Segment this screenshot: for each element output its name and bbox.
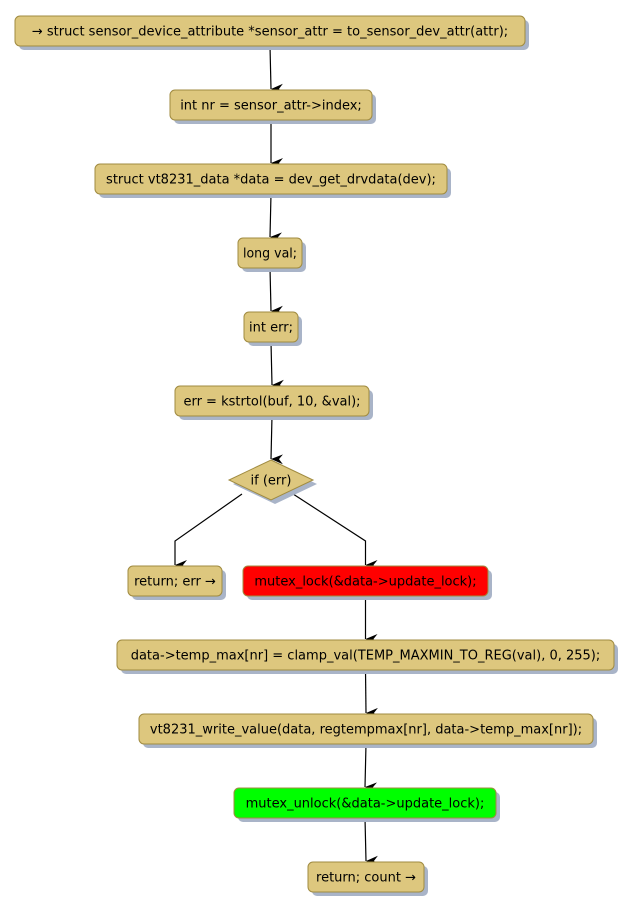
node-label: int err;: [249, 321, 293, 336]
flow-edge-n1-n2: [269, 45, 284, 94]
node-label: data->temp_max[nr] = clamp_val(TEMP_MAXM…: [131, 649, 601, 664]
node-label: int nr = sensor_attr->index;: [180, 99, 362, 114]
node-label: return; count →: [316, 871, 416, 886]
flow-node-n1: → struct sensor_device_attribute *sensor…: [14, 15, 529, 50]
flow-node-n9: mutex_lock(&data->update_lock);: [242, 565, 492, 600]
node-label: if (err): [251, 474, 292, 489]
node-label: → struct sensor_device_attribute *sensor…: [32, 25, 508, 40]
node-box: [233, 787, 497, 819]
flow-edge-n7-n9: [289, 491, 378, 570]
node-box: [243, 311, 299, 343]
node-label: err = kstrtol(buf, 10, &val);: [183, 395, 360, 410]
node-label: struct vt8231_data *data = dev_get_drvda…: [106, 173, 436, 188]
flow-node-n7: if (err): [227, 459, 317, 504]
flow-node-n5: int err;: [243, 311, 302, 346]
flow-edge-n6-n7: [270, 415, 284, 465]
flow-edge-n5-n6: [270, 341, 285, 390]
node-box: [116, 639, 615, 671]
flow-node-n6: err = kstrtol(buf, 10, &val);: [174, 385, 373, 420]
flow-node-n12: mutex_unlock(&data->update_lock);: [233, 787, 500, 822]
flow-node-n2: int nr = sensor_attr->index;: [169, 89, 376, 124]
flow-edge-n10-n11: [364, 669, 379, 718]
flow-edge-n3-n4: [269, 193, 283, 243]
flow-node-n3: struct vt8231_data *data = dev_get_drvda…: [94, 163, 451, 198]
flow-node-n10: data->temp_max[nr] = clamp_val(TEMP_MAXM…: [116, 639, 618, 674]
flow-edge-n4-n5: [269, 267, 284, 316]
flow-edge-n12-n13: [364, 817, 379, 866]
node-box: [138, 713, 594, 745]
flow-node-n11: vt8231_write_value(data, regtempmax[nr],…: [138, 713, 597, 748]
decision-diamond: [227, 459, 315, 501]
node-box: [242, 565, 489, 597]
node-label: return; err →: [134, 575, 216, 590]
node-box: [307, 861, 425, 893]
node-box: [14, 15, 526, 47]
node-label: vt8231_write_value(data, regtempmax[nr],…: [150, 723, 582, 738]
flow-edge-n11-n12: [364, 743, 378, 793]
flow-edge-n7-n8: [174, 493, 243, 570]
node-label: mutex_lock(&data->update_lock);: [254, 575, 476, 590]
node-box: [127, 565, 223, 597]
node-box: [94, 163, 448, 195]
node-box: [169, 89, 373, 121]
node-box: [174, 385, 370, 417]
flow-node-n4: long val;: [237, 237, 306, 272]
node-box: [237, 237, 303, 269]
flow-node-n8: return; err →: [127, 565, 226, 600]
node-label: mutex_unlock(&data->update_lock);: [246, 797, 485, 812]
node-label: long val;: [243, 247, 297, 262]
flow-node-n13: return; count →: [307, 861, 428, 896]
